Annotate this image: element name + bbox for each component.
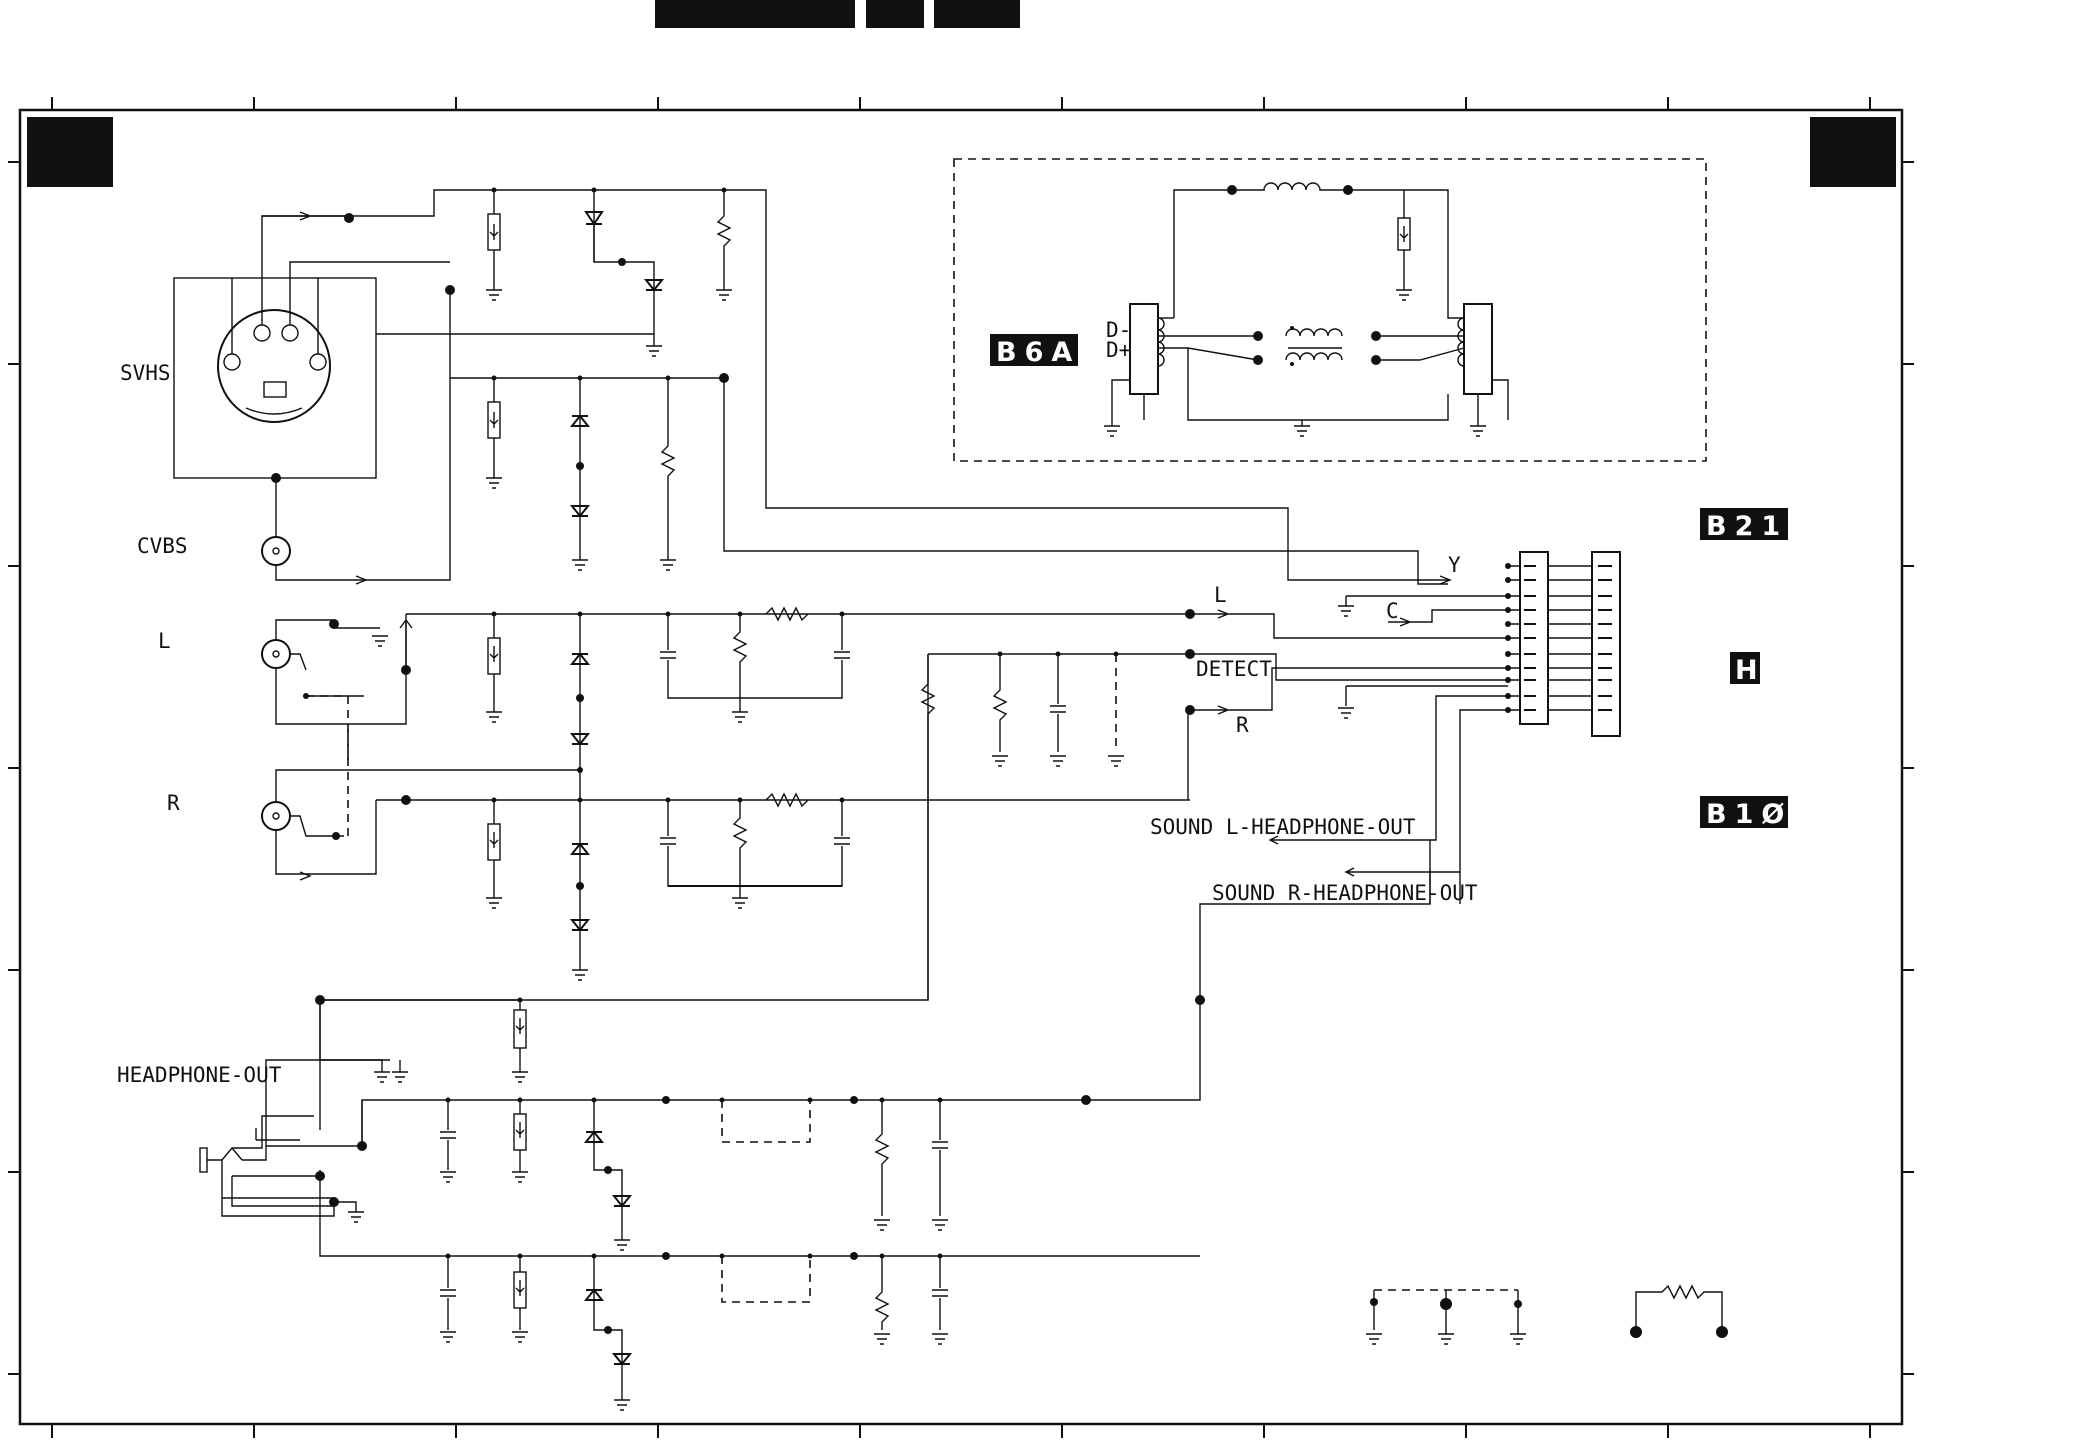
badge-b21: B21 xyxy=(1700,508,1788,542)
svhs-label: SVHS xyxy=(120,361,171,385)
d-plus-label: D+ xyxy=(1106,338,1131,362)
svhs-connector xyxy=(173,215,450,479)
d-minus-label: D- xyxy=(1106,318,1131,342)
l-input-jack xyxy=(261,613,1190,760)
output-connectors xyxy=(1505,551,1621,737)
cvbs-connector xyxy=(261,290,451,585)
badge-h-text: H xyxy=(1735,655,1766,686)
y-signal-label: Y xyxy=(1448,553,1461,577)
l-input-label: L xyxy=(158,629,171,653)
c-signal-label: C xyxy=(1386,599,1399,623)
headphone-filters xyxy=(440,1095,1142,1411)
headphone-jack xyxy=(199,995,1200,1257)
b6a-inset: D- D+ xyxy=(953,158,1707,462)
sound-l-headphone-out-label: SOUND L-HEADPHONE-OUT xyxy=(1150,815,1416,839)
badge-b6a: B6A xyxy=(990,334,1080,368)
cvbs-label: CVBS xyxy=(137,534,188,558)
sound-r-headphone-out-label: SOUND R-HEADPHONE-OUT xyxy=(1212,881,1478,905)
detect-wiring xyxy=(319,595,1508,1130)
badge-h: H xyxy=(1730,652,1766,686)
badge-b10: B1Ø xyxy=(1700,796,1792,830)
svhs-wiring xyxy=(262,187,1452,585)
detect-label: DETECT xyxy=(1196,657,1272,681)
l-output-label: L xyxy=(1214,583,1227,607)
badge-b10-text: B1Ø xyxy=(1706,799,1792,830)
header-bars xyxy=(655,0,1020,28)
r-output-label: R xyxy=(1236,713,1249,737)
legend-symbols xyxy=(1366,1284,1728,1345)
badge-b21-text: B21 xyxy=(1706,511,1788,542)
r-input-jack xyxy=(261,730,1190,881)
r-input-label: R xyxy=(167,791,180,815)
drawing-frame xyxy=(8,97,1914,1438)
badge-b6a-text: B6A xyxy=(996,337,1080,368)
headphone-out-label: HEADPHONE-OUT xyxy=(117,1063,282,1087)
audio-filter-chains xyxy=(486,606,1195,981)
